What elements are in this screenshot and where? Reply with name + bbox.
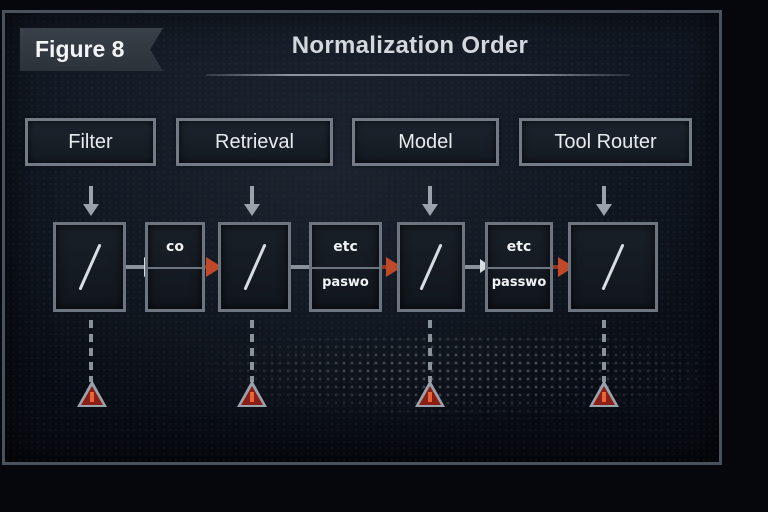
warning-triangle-icon xyxy=(237,380,267,408)
title-underline xyxy=(206,74,630,76)
stage-tool-router: Tool Router xyxy=(519,118,692,166)
token-box: co xyxy=(145,222,205,312)
stage-retrieval: Retrieval xyxy=(176,118,333,166)
stage-model: Model xyxy=(352,118,499,166)
dashed-connector xyxy=(250,320,254,382)
connector-line xyxy=(124,265,148,269)
dashed-connector xyxy=(602,320,606,382)
down-arrow-icon xyxy=(596,186,612,218)
warning-triangle-icon xyxy=(415,380,445,408)
connector-line xyxy=(463,265,483,269)
connector-line xyxy=(289,265,313,269)
token-bottom: passwo xyxy=(491,275,547,290)
slash-glyph xyxy=(77,243,102,291)
down-arrow-icon xyxy=(244,186,260,218)
down-arrow-icon xyxy=(422,186,438,218)
figure-label: Figure 8 xyxy=(35,36,125,62)
dashed-connector xyxy=(428,320,432,382)
token-divider xyxy=(488,267,550,269)
token-box: etc passwo xyxy=(485,222,553,312)
slash-glyph xyxy=(419,243,443,291)
stage-label: Model xyxy=(398,130,453,153)
token-box: etc paswo xyxy=(309,222,382,312)
dashed-connector xyxy=(89,320,93,382)
path-box xyxy=(397,222,465,312)
figure-title: Normalization Order xyxy=(291,32,529,59)
token-bottom: paswo xyxy=(322,275,369,290)
token-top: etc xyxy=(333,239,358,255)
token-divider xyxy=(148,267,202,269)
path-box xyxy=(53,222,126,312)
down-arrow-icon xyxy=(83,186,99,218)
slash-glyph xyxy=(242,243,267,291)
stage-label: Tool Router xyxy=(554,130,657,153)
token-top: etc xyxy=(506,239,532,255)
path-box xyxy=(568,222,658,312)
warning-triangle-icon xyxy=(589,380,619,408)
slash-glyph xyxy=(601,243,625,291)
figure-label-badge: Figure 8 xyxy=(20,28,163,71)
stage-filter: Filter xyxy=(25,118,156,166)
warning-triangle-icon xyxy=(77,380,107,408)
token-divider xyxy=(312,267,379,269)
token-top: co xyxy=(166,239,184,255)
stage-label: Filter xyxy=(68,130,113,153)
path-box xyxy=(218,222,291,312)
stage-label: Retrieval xyxy=(215,130,294,153)
